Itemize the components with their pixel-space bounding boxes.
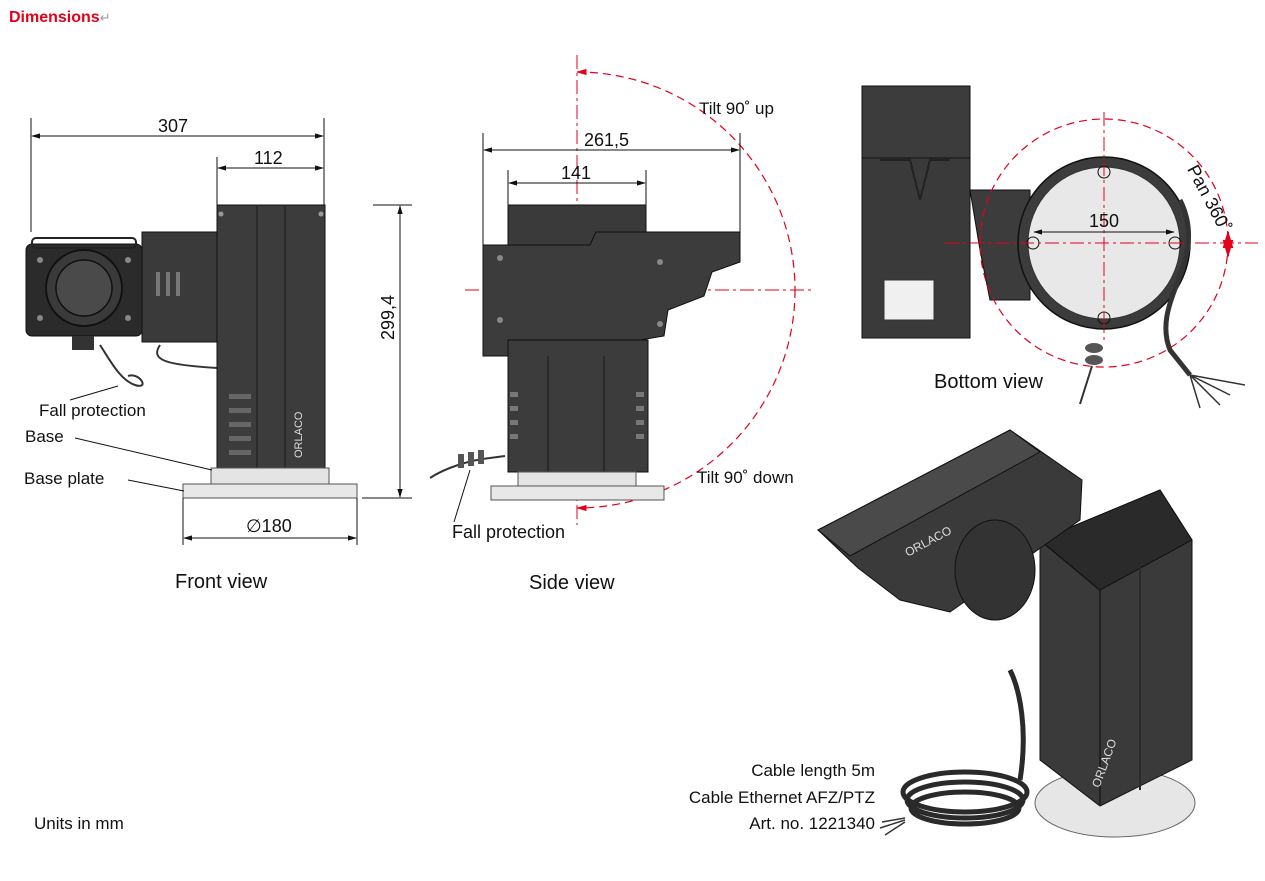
label-tilt-down: Tilt 90˚ down [697, 468, 794, 487]
label-fall-protection-side: Fall protection [452, 522, 566, 542]
logo-orlaco-front: ORLACO [293, 411, 305, 458]
side-view-drawing [429, 55, 812, 525]
caption-bottom-view: Bottom view [934, 371, 1043, 393]
dim-height: 299,4 [378, 294, 398, 340]
dim-mount-width: 112 [254, 148, 283, 168]
caption-side-view: Side view [529, 572, 615, 594]
dim-overall-width: 307 [158, 116, 189, 136]
caption-front-view: Front view [175, 571, 268, 593]
label-art-no: Art. no. 1221340 [749, 814, 875, 833]
label-tilt-up: Tilt 90˚ up [699, 99, 774, 118]
dim-hood-length: 261,5 [584, 130, 630, 150]
label-base-plate: Base plate [24, 469, 105, 488]
units-note: Units in mm [34, 814, 124, 833]
label-fall-protection-front: Fall protection [39, 401, 146, 420]
label-cable-length: Cable length 5m [751, 761, 875, 780]
page-heading: Dimensions↵ [9, 9, 111, 26]
label-base: Base [25, 427, 64, 446]
dim-body-width: 141 [561, 163, 592, 183]
product-3d-illustration [817, 429, 1196, 838]
front-view-drawing [25, 118, 412, 545]
dim-base-diameter: ∅180 [246, 516, 292, 536]
dim-hole-spacing: 150 [1089, 211, 1120, 231]
bottom-view-drawing [861, 85, 1258, 409]
label-cable-type: Cable Ethernet AFZ/PTZ [688, 788, 875, 807]
